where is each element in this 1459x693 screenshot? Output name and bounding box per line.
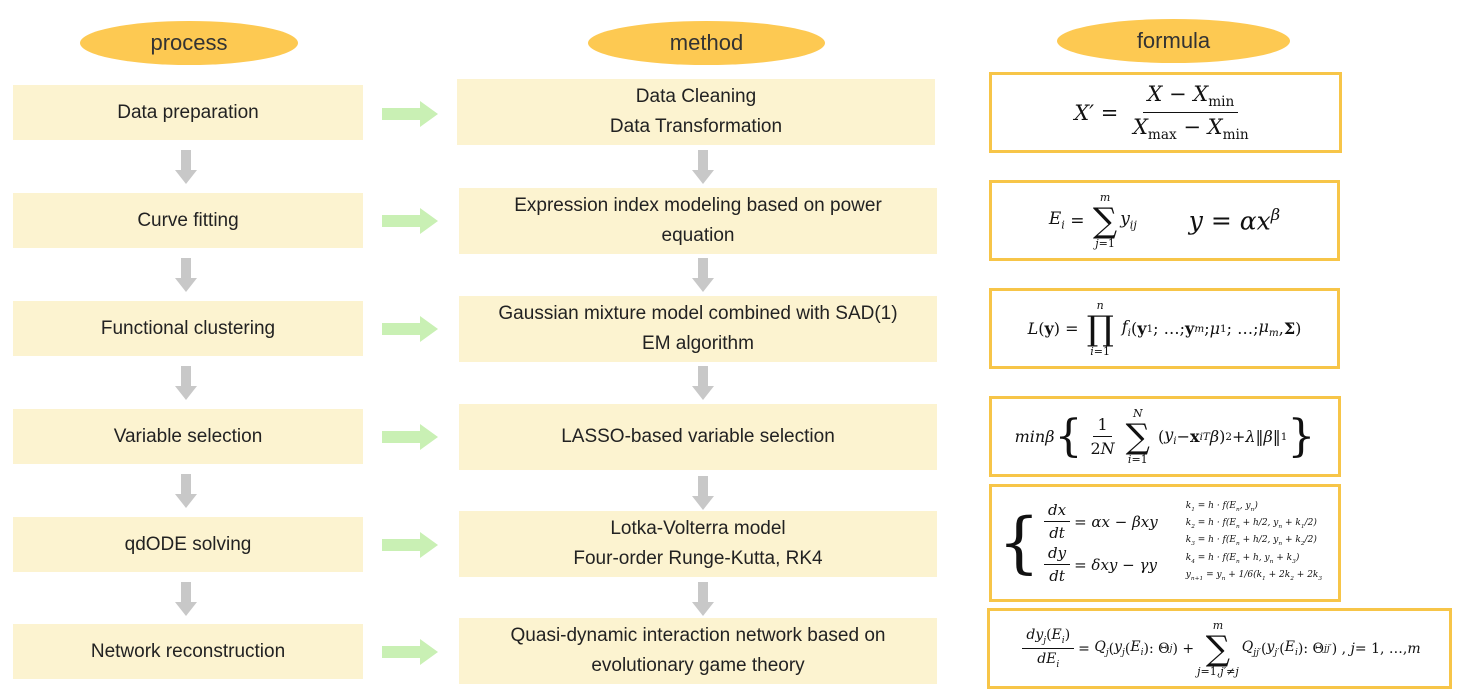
header-process: process — [80, 21, 298, 65]
process-label: Curve fitting — [137, 209, 239, 231]
method-box-1: Data Cleaning Data Transformation — [457, 79, 935, 145]
process-label: qdODE solving — [124, 533, 252, 555]
method-line: Data Transformation — [609, 116, 783, 137]
down-arrow-m5 — [692, 582, 714, 616]
method-box-5: Lotka-Volterra model Four-order Runge-Ku… — [459, 511, 937, 577]
process-label: Data preparation — [117, 101, 259, 123]
method-line: LASSO-based variable selection — [561, 426, 835, 447]
down-arrow-p2 — [175, 258, 197, 292]
down-arrow-p1 — [175, 150, 197, 184]
method-box-2: Expression index modeling based on power… — [459, 188, 937, 254]
header-method: method — [588, 21, 825, 65]
header-formula: formula — [1057, 19, 1290, 63]
right-arrow-1 — [382, 101, 438, 127]
right-arrow-2 — [382, 208, 438, 234]
right-arrow-5 — [382, 532, 438, 558]
down-arrow-m4 — [692, 476, 714, 510]
right-arrow-6 — [382, 639, 438, 665]
process-label: Functional clustering — [100, 317, 276, 339]
method-box-4: LASSO-based variable selection — [459, 404, 937, 470]
process-box-2: Curve fitting — [13, 193, 363, 248]
process-box-1: Data preparation — [13, 85, 363, 140]
method-line: Expression index modeling based on power — [514, 195, 882, 216]
method-box-6: Quasi-dynamic interaction network based … — [459, 618, 937, 684]
down-arrow-m2 — [692, 258, 714, 292]
header-method-label: method — [669, 30, 744, 55]
process-box-6: Network reconstruction — [13, 624, 363, 679]
right-arrow-3 — [382, 316, 438, 342]
process-box-5: qdODE solving — [13, 517, 363, 572]
down-arrow-p4 — [175, 474, 197, 508]
process-label: Network reconstruction — [90, 640, 286, 662]
method-line: equation — [661, 225, 735, 246]
process-box-4: Variable selection — [13, 409, 363, 464]
header-process-label: process — [150, 30, 228, 55]
method-line: Four-order Runge-Kutta, RK4 — [573, 548, 823, 569]
method-line: Lotka-Volterra model — [610, 518, 786, 539]
down-arrow-m3 — [692, 366, 714, 400]
header-formula-label: formula — [1136, 28, 1211, 53]
down-arrow-p3 — [175, 366, 197, 400]
down-arrow-m1 — [692, 150, 714, 184]
process-box-3: Functional clustering — [13, 301, 363, 356]
method-line: Gaussian mixture model combined with SAD… — [498, 303, 898, 324]
method-box-3: Gaussian mixture model combined with SAD… — [459, 296, 937, 362]
down-arrow-p5 — [175, 582, 197, 616]
process-label: Variable selection — [113, 425, 263, 447]
right-arrow-4 — [382, 424, 438, 450]
method-line: evolutionary game theory — [591, 655, 805, 676]
method-line: EM algorithm — [642, 333, 754, 354]
method-line: Quasi-dynamic interaction network based … — [510, 625, 886, 646]
method-line: Data Cleaning — [635, 86, 757, 107]
